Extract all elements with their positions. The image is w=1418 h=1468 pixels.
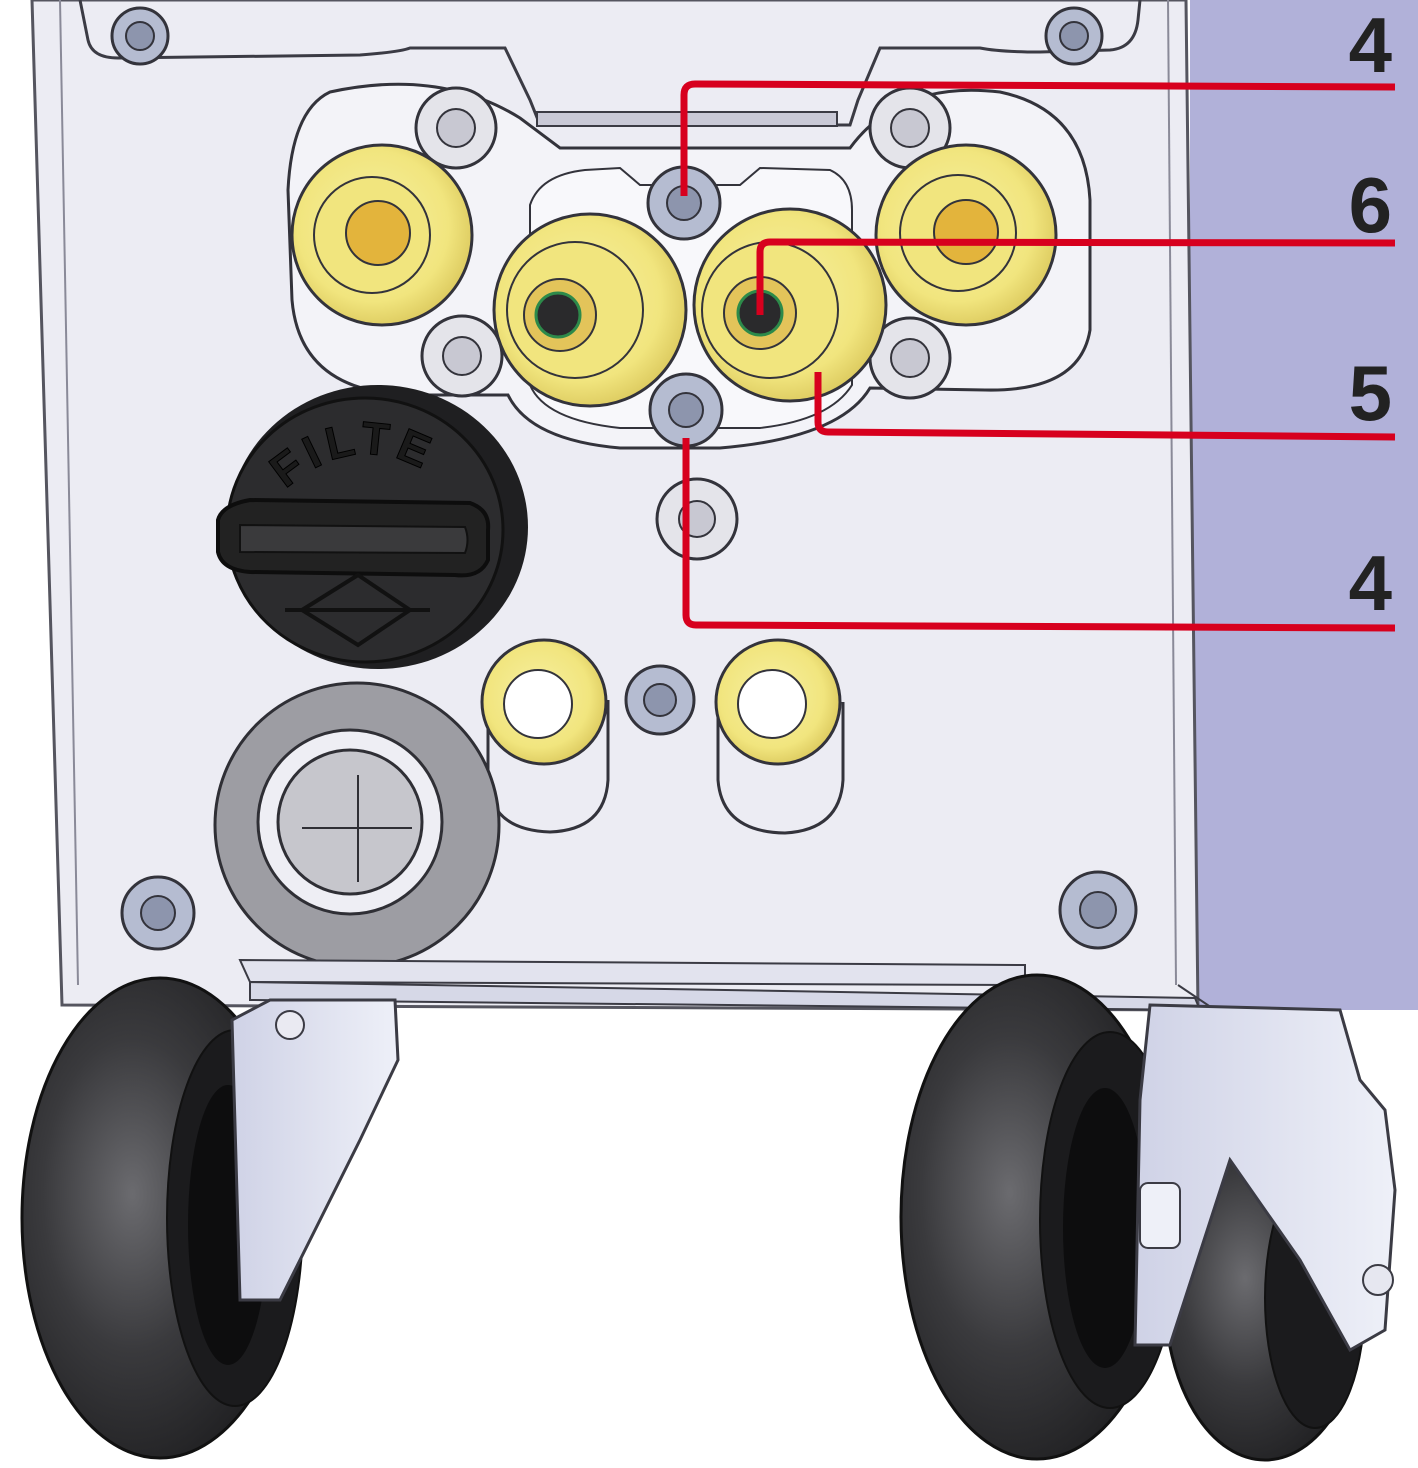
leader-6 bbox=[756, 238, 1396, 315]
screw-bottom-left bbox=[120, 875, 196, 951]
leader-upper-4 bbox=[680, 80, 1396, 196]
callout-6: 6 bbox=[1349, 161, 1392, 249]
screw-center-bottom bbox=[624, 664, 696, 736]
cable-gland bbox=[213, 681, 501, 969]
bushing-lower-right bbox=[714, 638, 845, 835]
callout-upper-4: 4 bbox=[1349, 1, 1392, 89]
screw-center-lower bbox=[655, 477, 739, 561]
leader-lower-4 bbox=[682, 438, 1396, 632]
screw-center-middle bbox=[648, 372, 724, 448]
screw-center-top bbox=[646, 165, 722, 241]
caster-fork-right bbox=[1133, 1003, 1397, 1353]
screw-top-right bbox=[1044, 6, 1104, 66]
coupling-outer-right bbox=[874, 143, 1058, 327]
wheel-icon bbox=[20, 976, 400, 1460]
callout-5: 5 bbox=[1349, 349, 1392, 437]
coupling-inner-left bbox=[492, 212, 688, 408]
leader-5 bbox=[814, 372, 1396, 441]
screw-plate-upper-left bbox=[414, 86, 498, 170]
screw-plate-lower-left bbox=[420, 314, 504, 398]
bushing-lower-left bbox=[480, 638, 610, 834]
coupling-outer-left bbox=[290, 143, 474, 327]
screw-top-left bbox=[110, 6, 170, 66]
screw-plate-lower-right bbox=[868, 316, 952, 400]
callout-lower-4: 4 bbox=[1349, 539, 1392, 627]
coupling-inner-right bbox=[692, 207, 888, 403]
side-panel bbox=[1176, 0, 1418, 1011]
screw-bottom-right bbox=[1058, 870, 1138, 950]
